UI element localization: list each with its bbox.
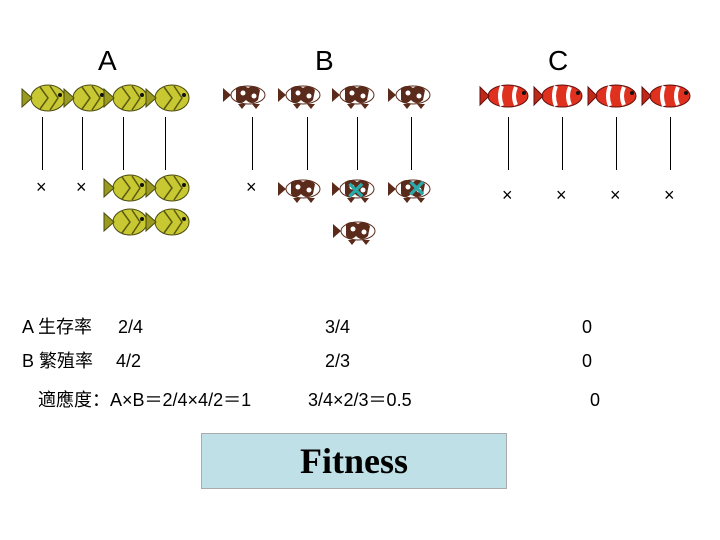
survival-c: 0 <box>582 318 592 336</box>
fitness-b: 3/4×2/3＝0.5 <box>308 391 412 409</box>
fitness-label: 適應度：A×B＝2/4×4/2＝1 <box>38 391 251 409</box>
death-mark: × <box>76 178 87 196</box>
red-fish <box>588 85 636 107</box>
yellow-fish <box>22 85 65 111</box>
yellow-fish <box>104 209 147 235</box>
lineage-line <box>42 117 43 170</box>
yellow-fish <box>104 175 147 201</box>
red-fish <box>534 85 582 107</box>
death-mark: × <box>556 186 567 204</box>
red-fish <box>642 85 690 107</box>
fish-layer <box>0 0 720 260</box>
lineage-line <box>562 117 563 170</box>
reproduction-label: B 繁殖率 <box>22 352 93 370</box>
yellow-fish <box>64 85 107 111</box>
lineage-line <box>411 117 412 170</box>
x-mark: × <box>347 176 365 206</box>
death-mark: × <box>664 186 675 204</box>
reproduction-c: 0 <box>582 352 592 370</box>
survival-label: A 生存率 <box>22 318 92 336</box>
lineage-line <box>357 117 358 170</box>
lineage-line <box>165 117 166 170</box>
brown-fish <box>332 86 374 109</box>
death-mark: × <box>246 178 257 196</box>
red-fish <box>480 85 528 107</box>
survival-b: 3/4 <box>325 318 350 336</box>
reproduction-b: 2/3 <box>325 352 350 370</box>
lineage-line <box>616 117 617 170</box>
lineage-line <box>252 117 253 170</box>
lineage-line <box>123 117 124 170</box>
yellow-fish <box>104 85 147 111</box>
x-mark: × <box>408 174 426 204</box>
lineage-line <box>82 117 83 170</box>
reproduction-a: 4/2 <box>116 352 141 370</box>
death-mark: × <box>36 178 47 196</box>
yellow-fish <box>146 209 189 235</box>
death-mark: × <box>502 186 513 204</box>
fitness-box-label: Fitness <box>300 440 408 482</box>
yellow-fish <box>146 175 189 201</box>
lineage-line <box>508 117 509 170</box>
brown-fish <box>223 86 265 109</box>
brown-fish <box>278 86 320 109</box>
death-mark: × <box>610 186 621 204</box>
fitness-box: Fitness <box>201 433 507 489</box>
lineage-line <box>670 117 671 170</box>
fitness-c: 0 <box>590 391 600 409</box>
lineage-line <box>307 117 308 170</box>
yellow-fish <box>146 85 189 111</box>
brown-fish <box>333 222 375 245</box>
brown-fish <box>278 180 320 203</box>
survival-a: 2/4 <box>118 318 143 336</box>
brown-fish <box>388 86 430 109</box>
